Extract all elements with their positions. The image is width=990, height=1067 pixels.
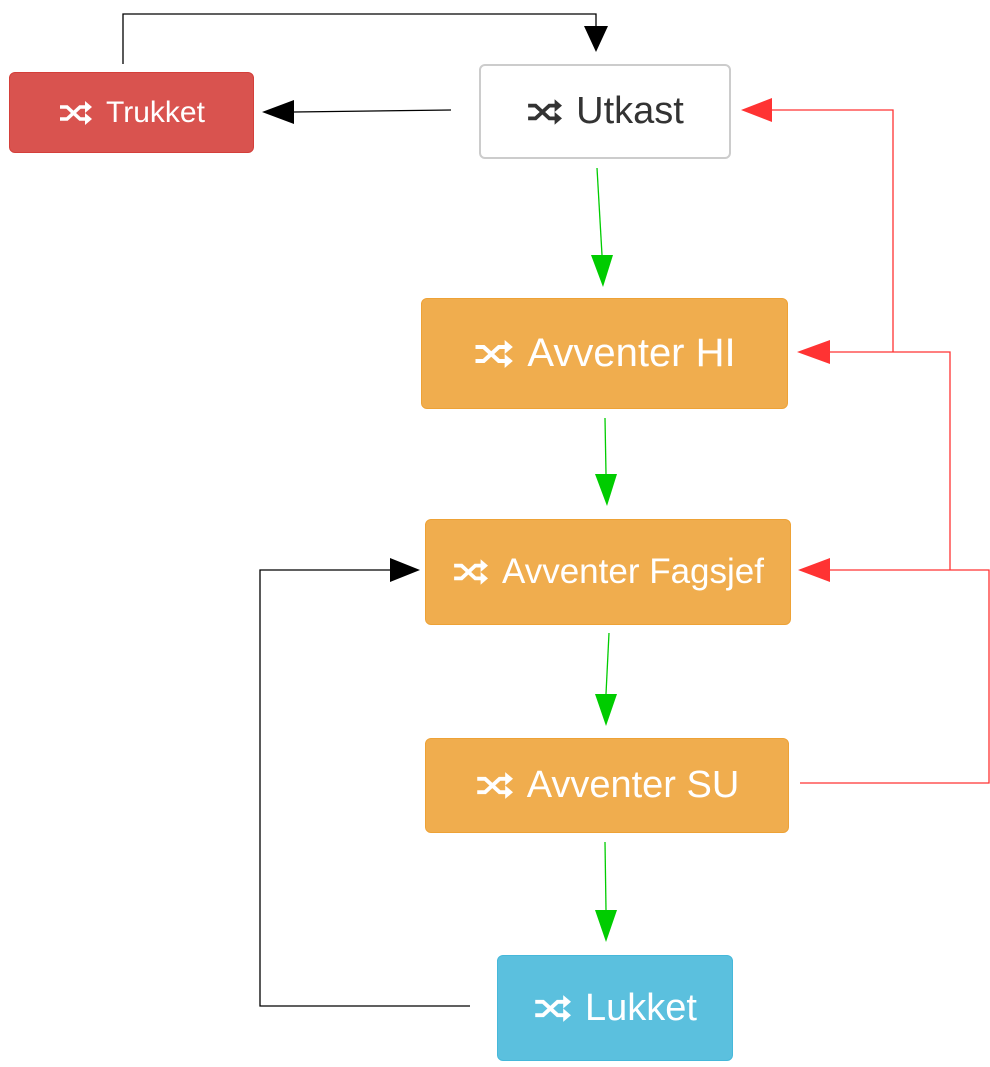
edge-avventer-hi-to-avventer-fagsjef <box>604 417 607 475</box>
state-label: Avventer Fagsjef <box>502 552 764 591</box>
edge-trukket-to-utkast-arrowhead <box>584 26 608 52</box>
edge-avventer-su-to-lukket-arrowhead <box>595 910 617 942</box>
edge-avventer-fagsjef-to-avventer-su <box>605 632 610 695</box>
edge-utkast-to-avventer-hi-arrowhead <box>591 255 613 287</box>
state-label: Trukket <box>106 95 205 129</box>
state-label: Avventer SU <box>526 764 740 806</box>
state-label: Avventer HI <box>527 331 736 375</box>
shuffle-icon <box>452 559 488 585</box>
edge-avventer-su-to-avventer-fagsjef-arrowhead <box>798 558 830 582</box>
edge-avventer-fagsjef-to-avventer-hi-arrowhead <box>797 340 830 364</box>
state-node-avventer-su[interactable]: Avventer SU <box>425 738 789 833</box>
shuffle-icon <box>475 772 513 799</box>
state-label: Lukket <box>585 986 697 1029</box>
edge-avventer-su-to-lukket <box>604 841 607 911</box>
edge-utkast-to-trukket-arrowhead <box>262 100 294 124</box>
state-node-trukket[interactable]: Trukket <box>9 72 254 153</box>
edge-utkast-to-trukket <box>293 109 452 113</box>
shuffle-icon <box>58 100 93 125</box>
edge-avventer-su-to-avventer-fagsjef <box>800 569 990 784</box>
shuffle-icon <box>473 339 514 368</box>
edge-trukket-to-utkast <box>122 13 597 64</box>
state-label: Utkast <box>576 90 684 132</box>
edge-avventer-hi-to-utkast <box>772 109 894 352</box>
edge-avventer-hi-to-utkast-arrowhead <box>741 98 772 122</box>
edge-avventer-hi-to-avventer-fagsjef-arrowhead <box>595 474 617 506</box>
edge-lukket-to-avventer-fagsjef-arrowhead <box>390 558 420 582</box>
shuffle-icon <box>533 994 572 1022</box>
edge-lukket-to-avventer-fagsjef <box>259 569 470 1007</box>
shuffle-icon <box>526 98 563 125</box>
state-node-avventer-hi[interactable]: Avventer HI <box>421 298 788 409</box>
state-node-utkast[interactable]: Utkast <box>479 64 731 159</box>
edge-avventer-fagsjef-to-avventer-su-arrowhead <box>595 694 617 726</box>
edge-avventer-fagsjef-to-avventer-hi <box>830 351 951 570</box>
state-node-avventer-fagsjef[interactable]: Avventer Fagsjef <box>425 519 791 625</box>
edge-utkast-to-avventer-hi <box>596 167 603 256</box>
state-node-lukket[interactable]: Lukket <box>497 955 733 1061</box>
